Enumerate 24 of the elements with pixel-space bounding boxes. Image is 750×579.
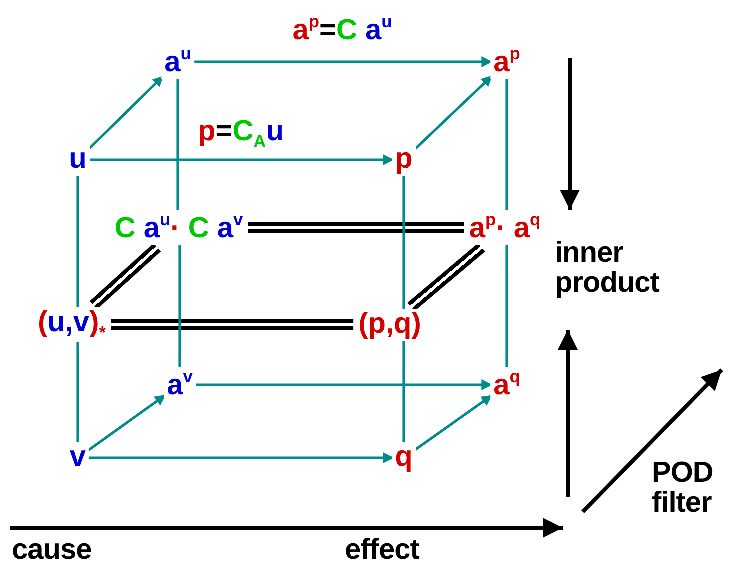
double-line bbox=[408, 243, 486, 312]
double-line bbox=[111, 320, 354, 330]
connector-line bbox=[506, 78, 508, 212]
connector-line bbox=[402, 174, 406, 312]
connector-line bbox=[178, 244, 182, 370]
effect-label: effect bbox=[345, 535, 420, 566]
double-line bbox=[248, 222, 464, 234]
double-line bbox=[90, 243, 162, 310]
connector-line bbox=[76, 174, 80, 310]
edge-label: p=C$_{A}$u bbox=[198, 116, 284, 152]
filter-label: POD filter bbox=[652, 458, 714, 519]
arrow bbox=[87, 452, 394, 464]
connector-line bbox=[402, 338, 406, 444]
math-term: p bbox=[392, 144, 416, 176]
edge-label: a$^{p}$=C a$^{u}$ bbox=[292, 12, 392, 48]
arrow bbox=[88, 154, 394, 166]
connector-line bbox=[176, 78, 180, 212]
cause-label: cause bbox=[12, 535, 92, 566]
math-term: q bbox=[392, 442, 416, 474]
arrow bbox=[192, 56, 493, 68]
connector-line bbox=[76, 340, 80, 444]
inner-product-label: inner product bbox=[555, 238, 660, 299]
arrow bbox=[194, 380, 493, 390]
connector-line bbox=[506, 244, 508, 370]
